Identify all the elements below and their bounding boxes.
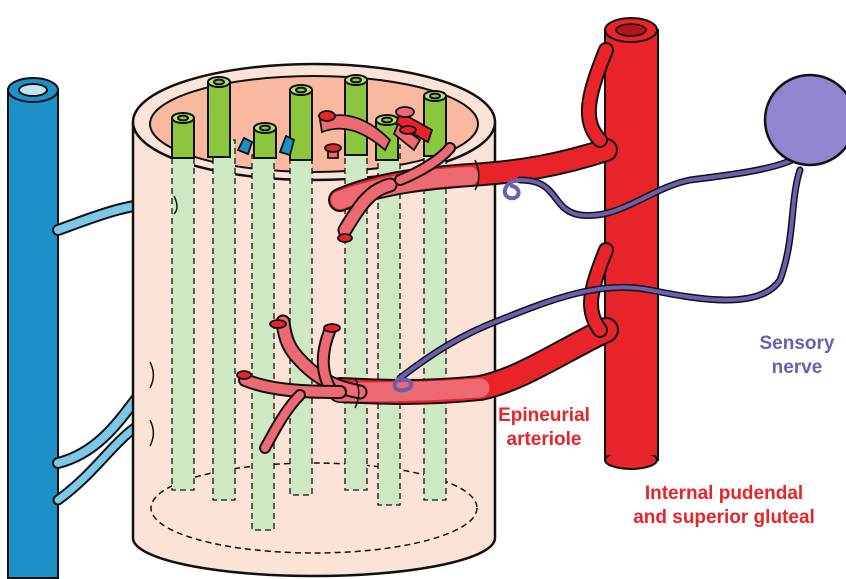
internal-pudendal-label-line1: Internal pudendal [606,482,842,506]
sensory-nerve-label-line2: nerve [752,356,842,380]
sensory-nerve-label: Sensory nerve [752,332,842,380]
vein [8,78,58,578]
sensory-ganglion [765,75,846,165]
epineurial-arteriole-label-line1: Epineurial [484,404,604,428]
sensory-nerve-label-line1: Sensory [752,332,842,356]
internal-pudendal-label: Internal pudendal and superior gluteal [606,482,842,530]
internal-pudendal-label-line2: and superior gluteal [606,506,842,530]
artery [605,18,658,469]
epineurial-arteriole-label: Epineurial arteriole [484,404,604,452]
epineurial-arteriole-label-line2: arteriole [484,428,604,452]
